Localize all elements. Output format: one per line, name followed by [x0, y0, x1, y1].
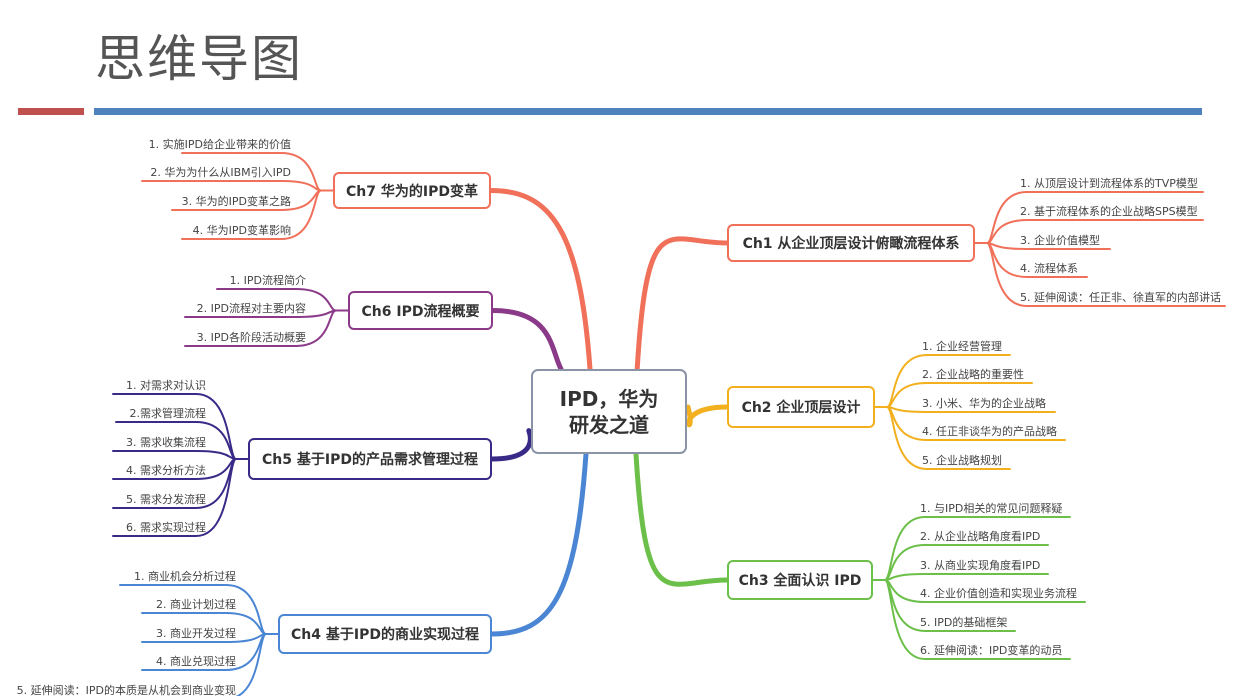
leaf-item-ch1[interactable]: 5. 延伸阅读：任正非、徐直军的内部讲话: [1020, 291, 1221, 304]
leaf-item-ch3[interactable]: 2. 从企业战略角度看IPD: [920, 530, 1041, 543]
branch-node-ch1[interactable]: Ch1 从企业顶层设计俯瞰流程体系: [727, 224, 975, 262]
branch-label-ch5: Ch5 基于IPD的产品需求管理过程: [262, 452, 478, 468]
leaf-item-ch4[interactable]: 2. 商业计划过程: [156, 598, 236, 611]
connector-leaf-ch2-4: [886, 406, 1011, 470]
connector-leaf-ch5-5: [112, 458, 237, 537]
branch-node-ch5[interactable]: Ch5 基于IPD的产品需求管理过程: [248, 438, 492, 480]
branch-node-ch6[interactable]: Ch6 IPD流程概要: [348, 291, 493, 330]
connector-root-ch1: [634, 236, 730, 375]
connector-leaf-ch7-3: [181, 189, 322, 240]
leaf-item-ch7[interactable]: 4. 华为IPD变革影响: [192, 224, 291, 237]
connector-root-ch7: [488, 188, 593, 372]
leaf-item-ch4[interactable]: 3. 商业开发过程: [156, 627, 236, 640]
leaf-item-ch2[interactable]: 2. 企业战略的重要性: [922, 368, 1024, 381]
root-node-line2: 研发之道: [569, 412, 649, 437]
leaf-item-ch3[interactable]: 1. 与IPD相关的常见问题释疑: [920, 502, 1063, 515]
leaf-item-ch5[interactable]: 4. 需求分析方法: [126, 464, 206, 477]
leaf-item-ch6[interactable]: 1. IPD流程简介: [229, 274, 306, 287]
leaf-item-ch4[interactable]: 4. 商业兑现过程: [156, 655, 236, 668]
branch-label-ch2: Ch2 企业顶层设计: [741, 400, 861, 416]
connector-root-ch3: [633, 451, 730, 587]
connector-leaf-ch1-4: [986, 242, 1226, 307]
leaf-item-ch7[interactable]: 2. 华为为什么从IBM引入IPD: [150, 166, 291, 179]
leaf-item-ch3[interactable]: 4. 企业价值创造和实现业务流程: [920, 587, 1077, 600]
connector-leaf-ch3-2: [884, 573, 1049, 581]
leaf-item-ch6[interactable]: 2. IPD流程对主要内容: [196, 302, 306, 315]
connector-leaf-ch1-1: [986, 219, 1204, 244]
leaf-item-ch4[interactable]: 1. 商业机会分析过程: [134, 570, 236, 583]
leaf-item-ch4[interactable]: 5. 延伸阅读：IPD的本质是从机会到商业变现: [16, 684, 236, 697]
connector-leaf-ch3-5: [884, 579, 1071, 660]
leaf-item-ch5[interactable]: 2.需求管理流程: [129, 407, 207, 420]
branch-node-ch7[interactable]: Ch7 华为的IPD变革: [333, 172, 491, 209]
connector-leaf-ch5-1: [115, 421, 237, 460]
leaf-item-ch5[interactable]: 6. 需求实现过程: [126, 521, 206, 534]
branch-label-ch1: Ch1 从企业顶层设计俯瞰流程体系: [742, 236, 960, 252]
leaf-item-ch1[interactable]: 3. 企业价值模型: [1020, 234, 1100, 247]
connector-leaf-ch6-2: [184, 309, 337, 347]
connector-leaf-ch2-1: [886, 382, 1033, 408]
branch-node-ch4[interactable]: Ch4 基于IPD的商业实现过程: [278, 614, 492, 654]
leaf-item-ch2[interactable]: 1. 企业经营管理: [922, 340, 1002, 353]
leaf-item-ch5[interactable]: 1. 对需求对认识: [126, 379, 206, 392]
connector-leaf-ch5-2: [112, 450, 237, 460]
connector-root-ch6: [490, 308, 564, 372]
leaf-item-ch1[interactable]: 2. 基于流程体系的企业战略SPS模型: [1020, 205, 1198, 218]
root-node-line1: IPD，华为: [559, 386, 659, 411]
leaf-item-ch7[interactable]: 1. 实施IPD给企业带来的价值: [148, 138, 291, 151]
branch-label-ch7: Ch7 华为的IPD变革: [346, 183, 478, 200]
branch-label-ch6: Ch6 IPD流程概要: [361, 303, 480, 320]
title-underline-red: [18, 108, 84, 115]
leaf-item-ch3[interactable]: 3. 从商业实现角度看IPD: [920, 559, 1041, 572]
root-node[interactable]: IPD，华为 研发之道: [531, 369, 687, 454]
connector-leaf-ch4-1: [141, 612, 267, 635]
connector-leaf-ch7-0: [181, 152, 322, 192]
connector-root-ch2: [685, 404, 730, 428]
branch-label-ch3: Ch3 全面认识 IPD: [738, 573, 862, 589]
leaf-item-ch6[interactable]: 3. IPD各阶段活动概要: [196, 331, 306, 344]
leaf-item-ch2[interactable]: 3. 小米、华为的企业战略: [922, 397, 1046, 410]
branch-node-ch3[interactable]: Ch3 全面认识 IPD: [727, 560, 873, 600]
slide-title: 思维导图: [95, 30, 303, 88]
leaf-item-ch5[interactable]: 3. 需求收集流程: [126, 436, 206, 449]
connector-leaf-ch4-4: [235, 633, 267, 696]
connector-root-ch4: [489, 451, 589, 637]
connector-leaf-ch7-1: [141, 180, 322, 192]
leaf-item-ch1[interactable]: 4. 流程体系: [1020, 262, 1078, 275]
title-underline-blue: [94, 108, 1202, 115]
leaf-item-ch3[interactable]: 6. 延伸阅读：IPD变革的动员: [920, 644, 1063, 657]
branch-label-ch4: Ch4 基于IPD的商业实现过程: [291, 627, 479, 643]
leaf-item-ch5[interactable]: 5. 需求分发流程: [126, 493, 206, 506]
leaf-item-ch3[interactable]: 5. IPD的基础框架: [920, 616, 1008, 629]
branch-node-ch2[interactable]: Ch2 企业顶层设计: [727, 386, 875, 428]
leaf-item-ch1[interactable]: 1. 从顶层设计到流程体系的TVP模型: [1020, 177, 1198, 190]
leaf-item-ch2[interactable]: 5. 企业战略规划: [922, 454, 1002, 467]
leaf-item-ch7[interactable]: 3. 华为的IPD变革之路: [181, 195, 291, 208]
leaf-item-ch2[interactable]: 4. 任正非谈华为的产品战略: [922, 425, 1057, 438]
connector-root-ch5: [489, 428, 534, 462]
